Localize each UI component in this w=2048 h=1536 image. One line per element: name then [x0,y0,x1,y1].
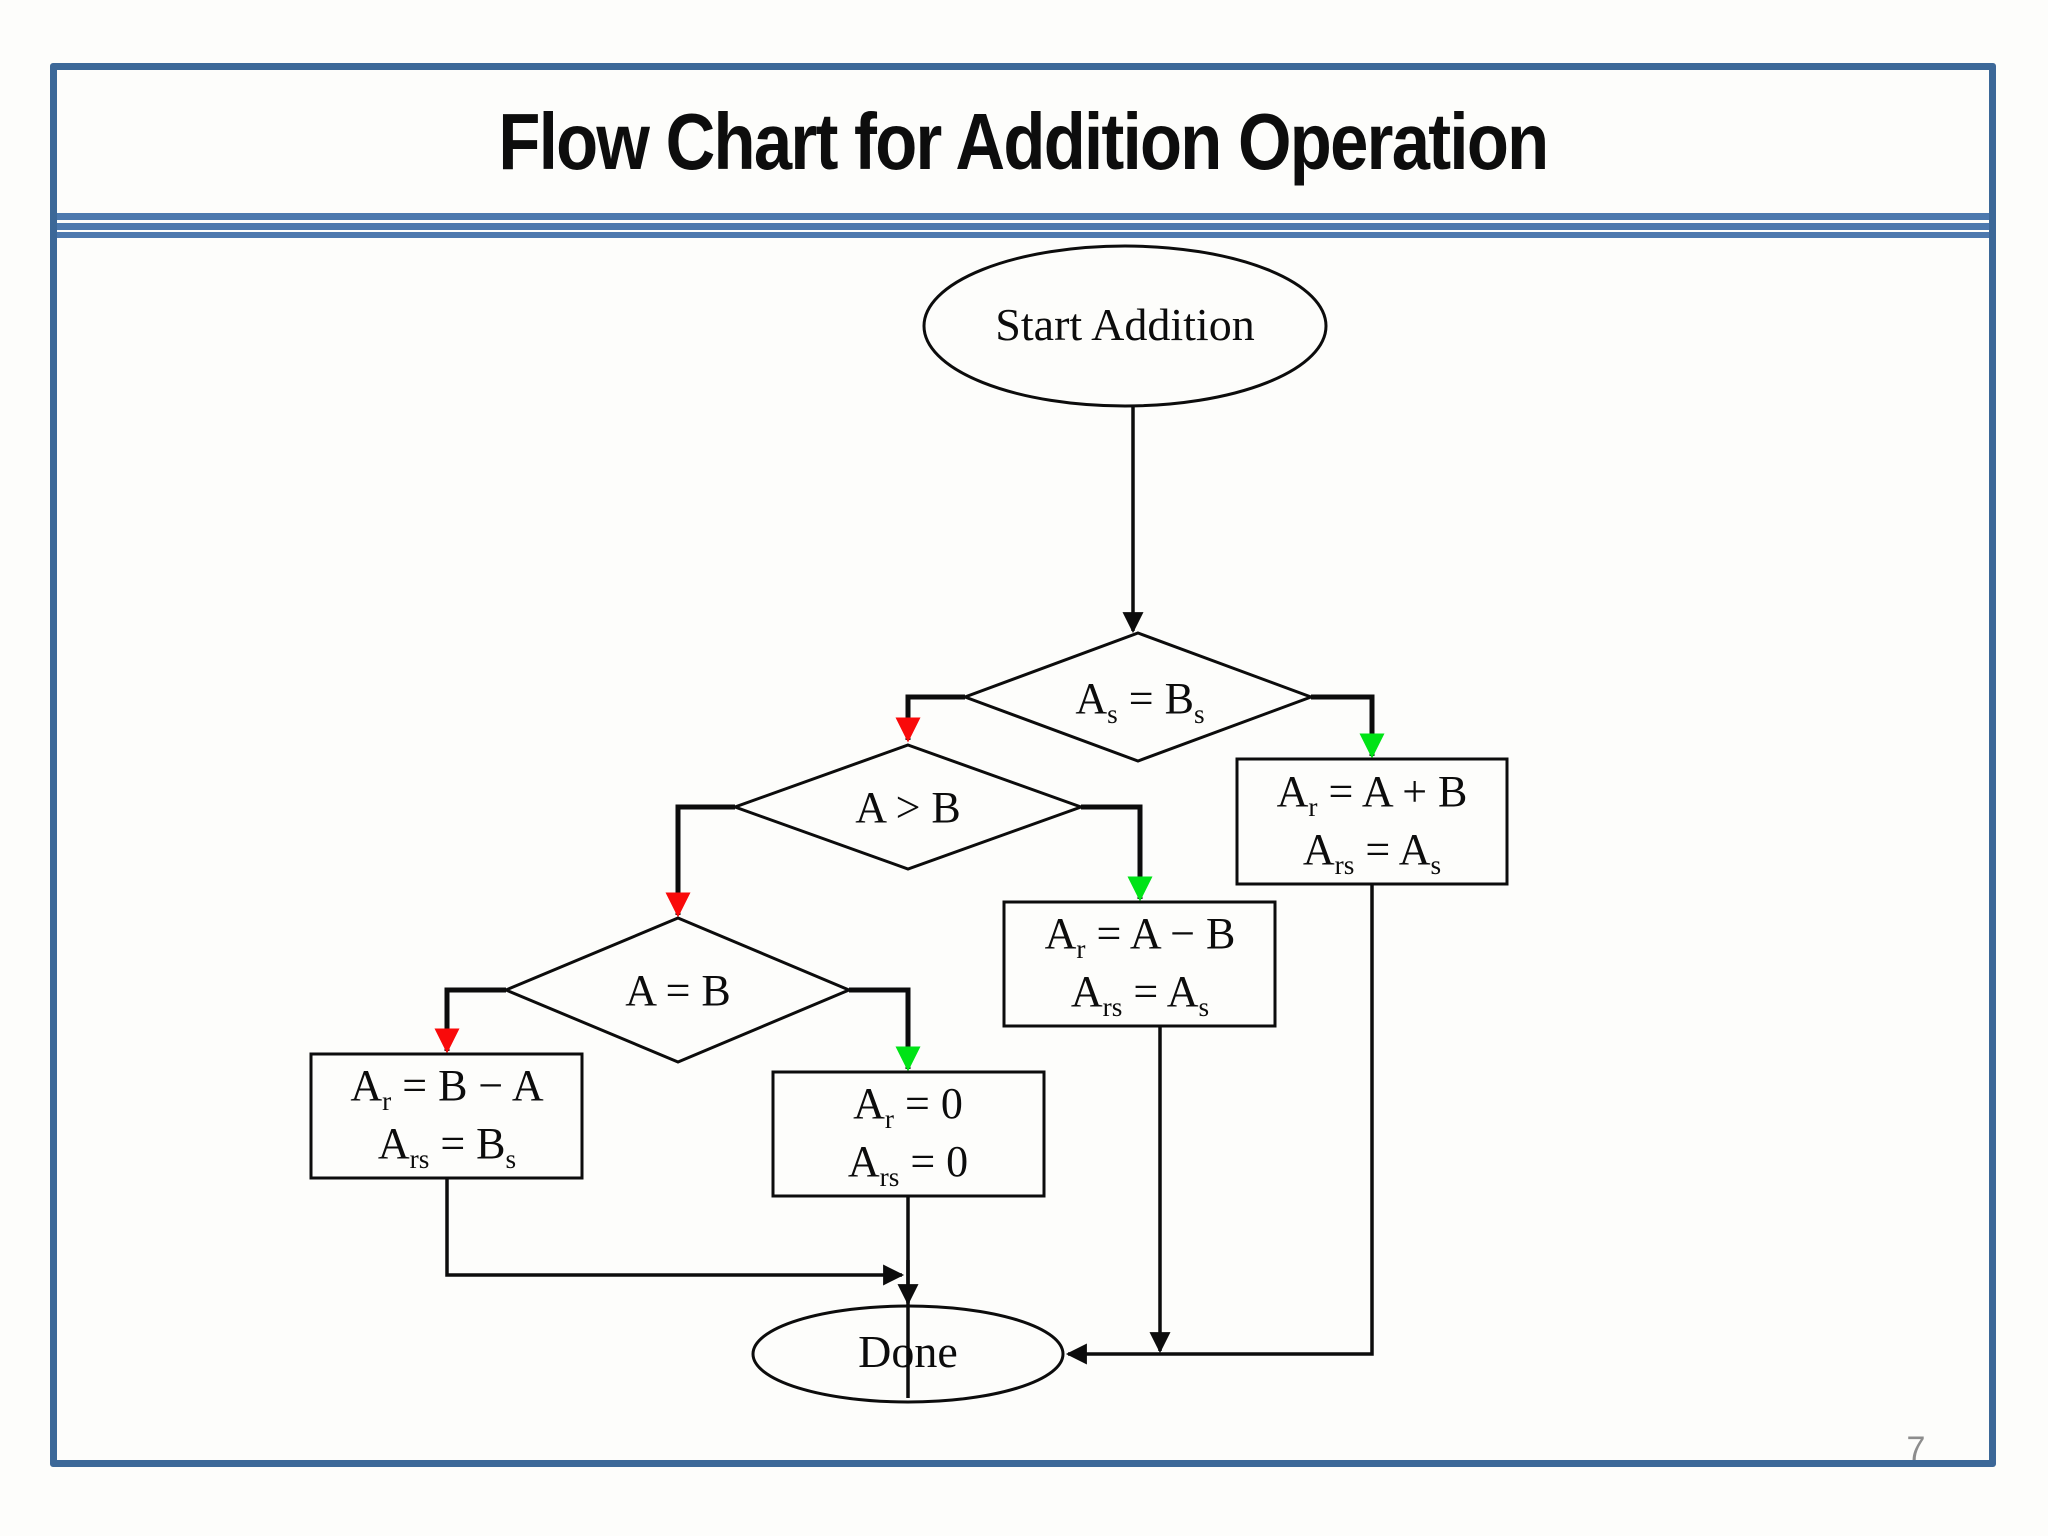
page-number: 7 [1906,1430,1926,1468]
process-line: Ars = As [1302,825,1442,880]
start-terminal [922,244,1328,408]
process-line: Ars = Bs [377,1119,517,1174]
process-line: Ar = B − A [350,1061,544,1116]
process-box-zero [771,1070,1046,1198]
edge-signs-differ-to-magnitude-check [895,694,965,743]
decision-greater-label: A > B [855,783,961,832]
edge-equal-to-zero-result [849,987,921,1072]
slide-title: Flow Chart for Addition Operation [57,74,1989,210]
process-a-plus-b-label: Ar = A + B Ars = As [1277,763,1468,879]
process-box-a-minus-b [1002,900,1277,1028]
slide-title-text: Flow Chart for Addition Operation [498,97,1549,186]
decision-signs-label: As = Bs [1075,674,1205,729]
process-line: Ar = A − B [1044,909,1236,964]
decision-equal-label: A = B [625,966,731,1015]
separator-stripe [57,223,1989,230]
process-line: Ar = 0 [853,1079,963,1134]
process-line: Ar = A + B [1276,767,1468,822]
process-b-minus-a-label: Ar = B − A Ars = Bs [350,1057,543,1173]
decision-diamond-a-equal-b [502,916,853,1064]
process-line: Ars = 0 [847,1137,969,1192]
start-terminal-label: Start Addition [995,299,1255,350]
edge-not-equal-to-b-minus-a [434,987,506,1054]
done-terminal-label: Done [858,1326,958,1377]
separator-stripe [57,213,1989,220]
decision-diamond-a-greater-b [730,743,1086,871]
edge-signs-equal-to-add [1311,694,1385,759]
slide-border [50,63,1996,1467]
title-separator [57,213,1989,238]
edge-not-greater-to-equal-check [665,804,735,918]
process-box-a-plus-b [1235,757,1509,886]
process-zero-label: Ar = 0 Ars = 0 [848,1075,968,1191]
separator-stripe [57,232,1989,238]
edge-a-plus-b-to-done [1065,884,1374,1365]
done-terminal [751,1304,1065,1404]
edge-b-minus-a-to-junction [445,1178,905,1286]
edge-greater-to-a-minus-b [1081,804,1153,902]
process-a-minus-b-label: Ar = A − B Ars = As [1045,905,1236,1021]
decision-diamond-signs-equal [960,631,1316,763]
process-box-b-minus-a [309,1052,584,1180]
process-line: Ars = As [1070,967,1210,1022]
